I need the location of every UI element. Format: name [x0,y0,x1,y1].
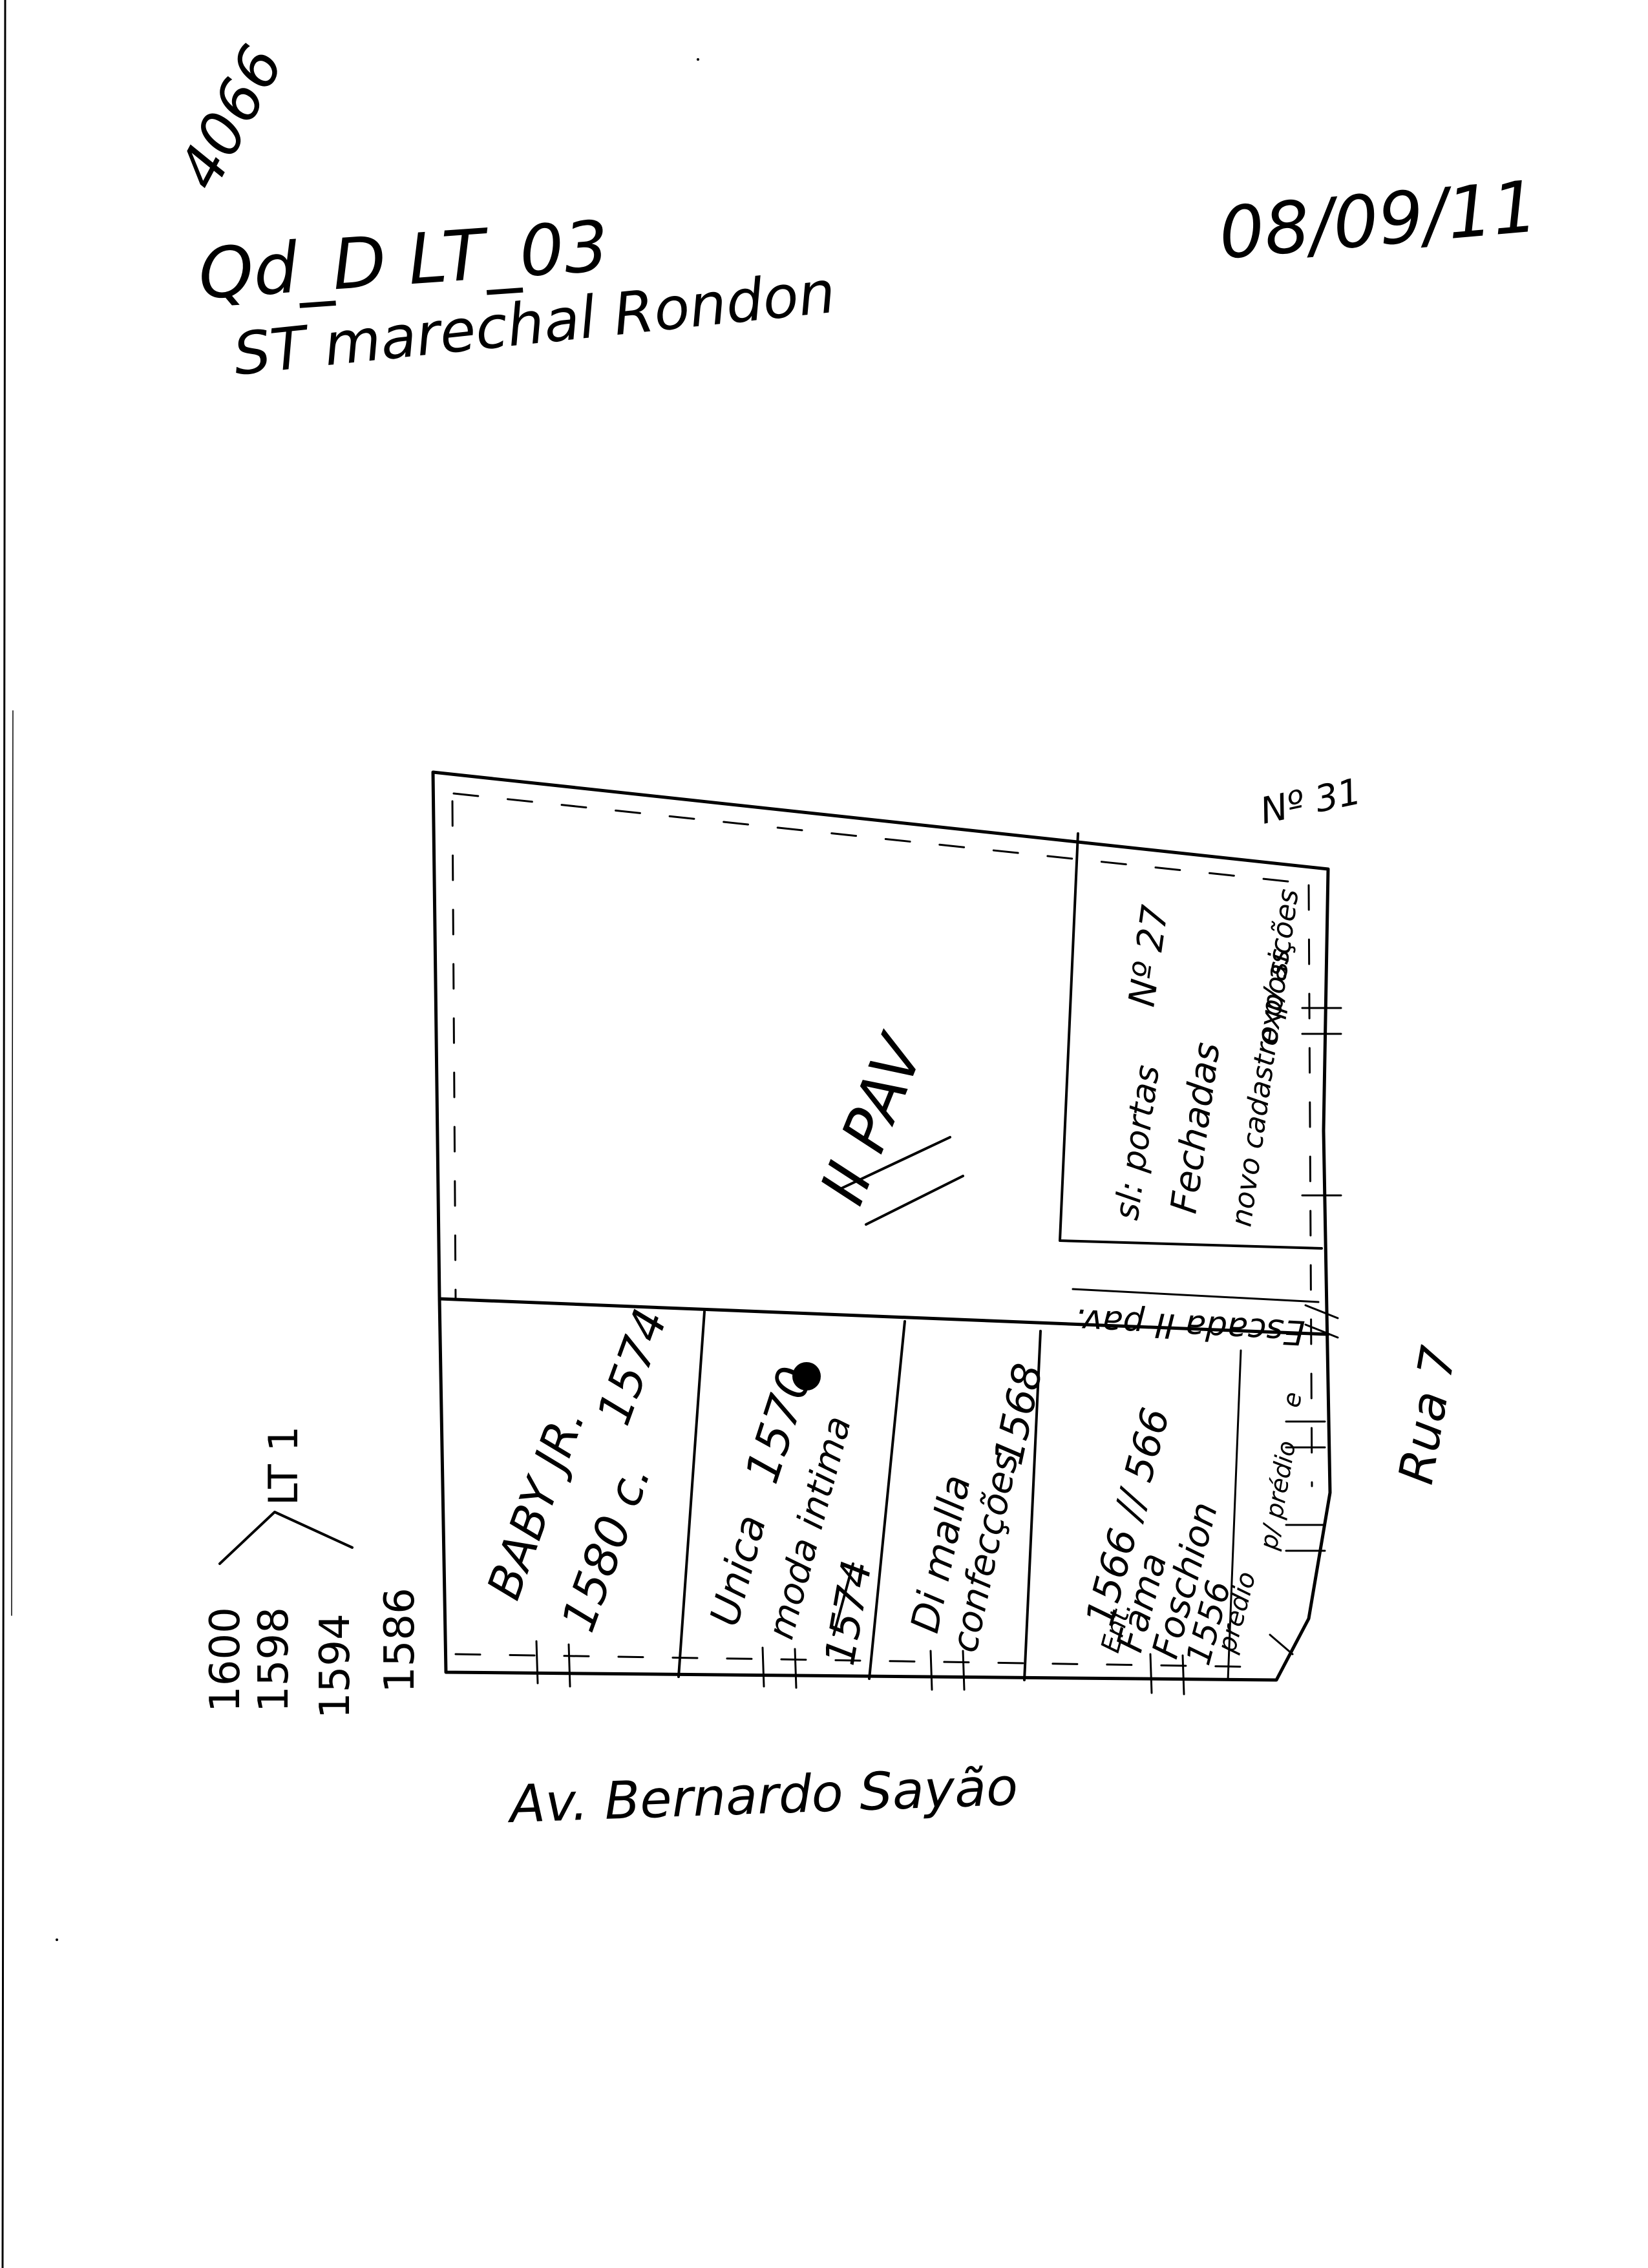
shop-2-name: Unica [701,1510,776,1631]
shop-divider-4 [1227,1349,1242,1681]
shop-divider-2 [868,1320,906,1680]
scan-edge-line [1,0,6,2268]
lot-plan [431,770,1342,1696]
shop-1-name-line2: 1574 [586,1302,678,1432]
street-bottom: Av. Bernardo Sayão [505,1757,1019,1835]
lot-1-label: LT 1 [260,1426,307,1506]
bottom-ticks [535,1640,1185,1696]
left-number-1594: 1594 [312,1613,359,1719]
corner-note-1: p/ prédio [1254,1438,1301,1552]
left-number-1598: 1598 [250,1607,298,1712]
right-ticks [1269,1007,1342,1655]
shop-divider-1 [677,1310,706,1678]
shop-2-strike [832,1562,854,1636]
left-number-1586: 1586 [376,1588,424,1693]
annex-text-1: sl: portas [1107,1063,1167,1223]
annex-number: Nº 31 [1256,770,1364,832]
pav-slash [839,1136,964,1226]
second-floor-label: II PAV [806,1023,939,1213]
lot-1-bracket [218,1511,354,1565]
scan-dot [56,1938,58,1941]
left-number-1600: 1600 [202,1607,249,1712]
corner-note-2: e [1277,1390,1307,1410]
date-label: 08/09/11 [1216,165,1541,275]
scan-edge-line [11,710,14,1616]
floor-divider [438,1297,1330,1336]
annex-text-3: Fechadas [1163,1040,1228,1216]
right-annex-outline [1059,832,1323,1250]
street-right: Rua 7 [1388,1342,1467,1488]
stair-note: Escada II pav. [1073,1301,1306,1352]
stair-line [1072,1288,1320,1303]
annex-text-2: Nº 27 [1121,903,1176,1009]
shop-divider-3 [1023,1330,1042,1681]
shop-2-blot [792,1362,821,1391]
file-number: 4066 [165,34,297,200]
lot-boundary [431,770,1332,1682]
annex-text-5: exposições [1251,887,1305,1048]
shop-3-number: 1568 [984,1360,1051,1469]
scan-dot [697,58,699,61]
